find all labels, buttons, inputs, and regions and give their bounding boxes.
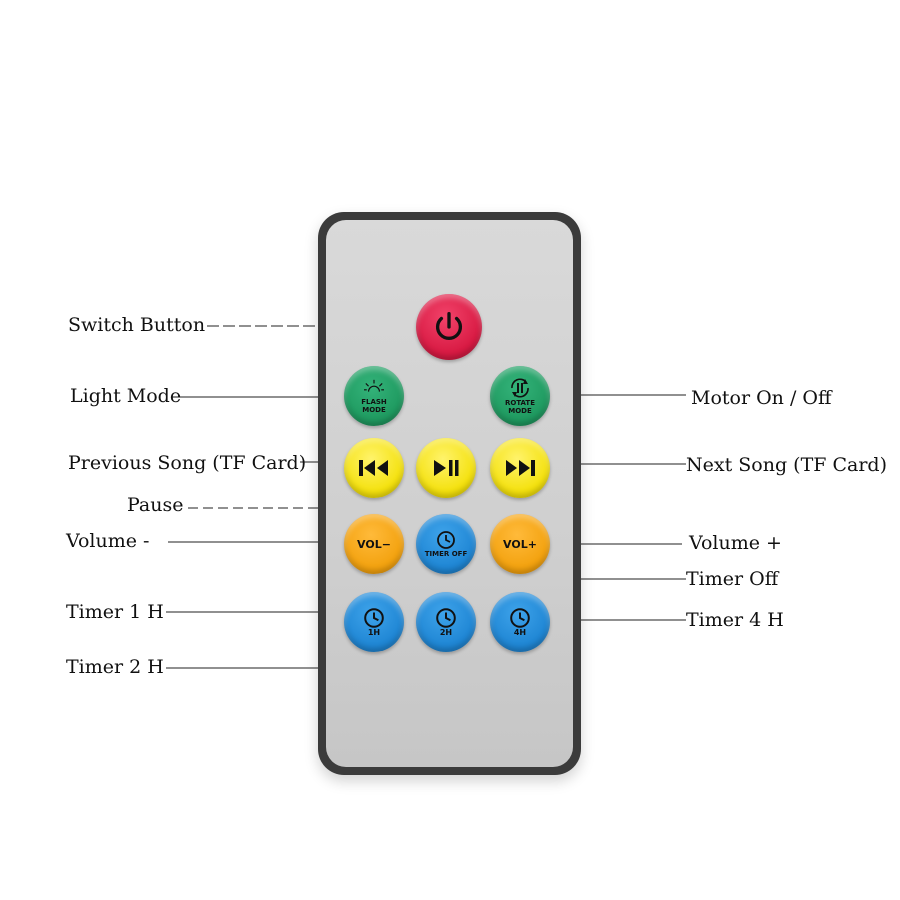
play-pause-button[interactable] <box>416 438 476 498</box>
label-motor: Motor On / Off <box>691 387 832 409</box>
timer-4h-button[interactable]: 4H <box>490 592 550 652</box>
previous-song-button[interactable] <box>344 438 404 498</box>
flash-mode-button[interactable]: FLASH MODE <box>344 366 404 426</box>
clock-icon <box>364 608 384 628</box>
label-volume-plus: Volume + <box>689 532 782 554</box>
label-light-mode: Light Mode <box>70 385 182 407</box>
label-timer-off: Timer Off <box>686 568 779 590</box>
clock-icon <box>510 608 530 628</box>
sun-icon <box>364 379 384 392</box>
label-timer-1h: Timer 1 H <box>66 601 164 623</box>
volume-up-button[interactable]: VOL+ <box>490 514 550 574</box>
label-switch-button: Switch Button <box>68 314 206 336</box>
flash-label-line2: MODE <box>362 406 386 414</box>
label-previous-song: Previous Song (TF Card) <box>68 452 307 474</box>
label-timer-2h: Timer 2 H <box>66 656 164 678</box>
label-volume-minus: Volume - <box>66 530 150 552</box>
timer-off-button[interactable]: TIMER OFF <box>416 514 476 574</box>
timer-4h-text: 4H <box>513 628 527 637</box>
next-track-icon <box>506 460 535 476</box>
rotate-icon <box>511 378 529 398</box>
label-timer-4h: Timer 4 H <box>686 609 784 631</box>
rotate-label-line1: ROTATE <box>504 399 535 407</box>
label-next-song: Next Song (TF Card) <box>686 454 887 476</box>
timer-1h-text: 1H <box>367 628 381 637</box>
timer-1h-button[interactable]: 1H <box>344 592 404 652</box>
power-button[interactable] <box>416 294 482 360</box>
timer-2h-text: 2H <box>439 628 453 637</box>
clock-icon <box>436 608 456 628</box>
timer-off-text: TIMER OFF <box>424 550 468 558</box>
rotate-label-line2: MODE <box>508 407 532 415</box>
vol-plus-text: VOL+ <box>503 537 537 551</box>
vol-minus-text: VOL− <box>357 537 391 551</box>
play-pause-icon <box>434 460 459 476</box>
previous-track-icon <box>359 460 388 476</box>
flash-label-line1: FLASH <box>361 398 387 406</box>
power-icon <box>436 312 462 340</box>
timer-2h-button[interactable]: 2H <box>416 592 476 652</box>
volume-down-button[interactable]: VOL− <box>344 514 404 574</box>
label-pause: Pause <box>127 494 184 516</box>
rotate-mode-button[interactable]: ROTATE MODE <box>490 366 550 426</box>
next-song-button[interactable] <box>490 438 550 498</box>
clock-icon <box>437 531 455 549</box>
